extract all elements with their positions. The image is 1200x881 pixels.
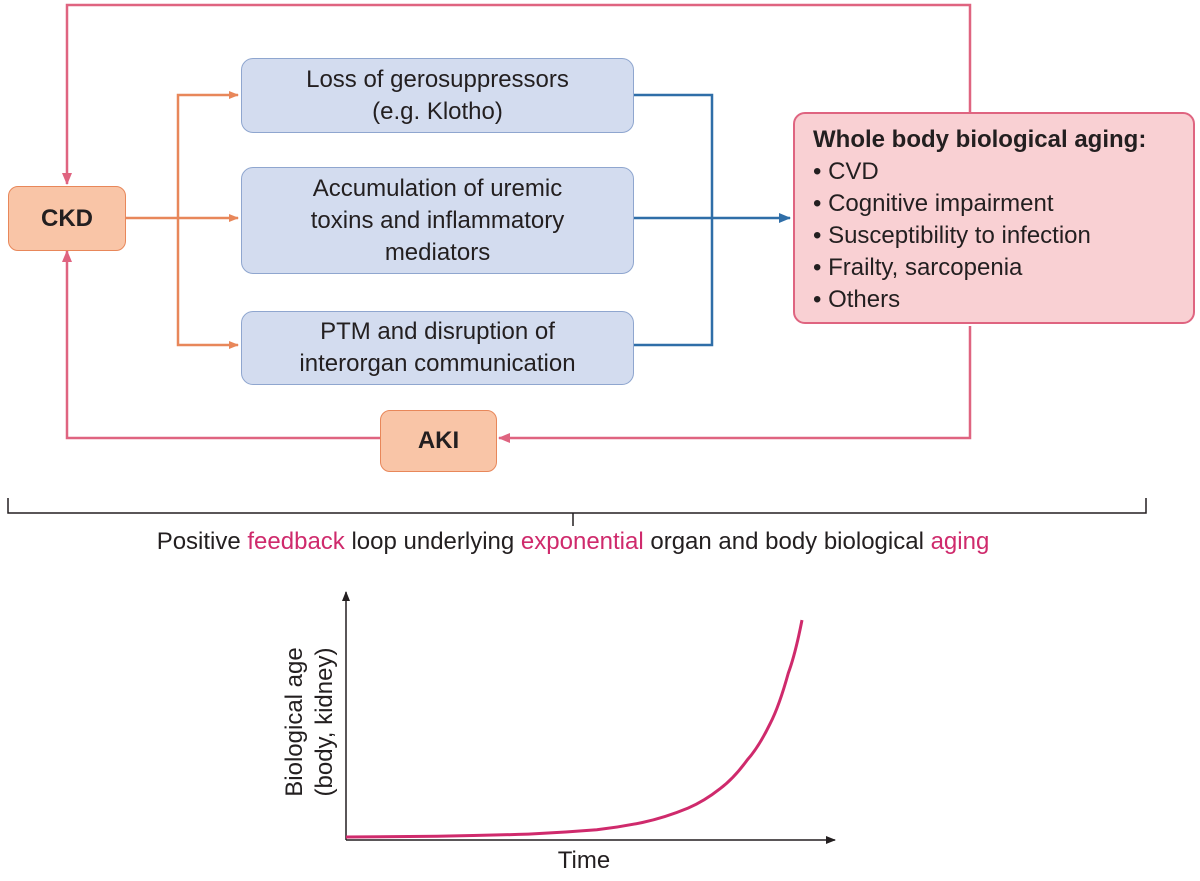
aging-item-others: • Others bbox=[813, 286, 901, 313]
aki-box: AKI bbox=[380, 410, 497, 472]
arrow-aging-to-aki bbox=[498, 326, 972, 443]
ckd-label: CKD bbox=[41, 204, 93, 232]
aki-label: AKI bbox=[417, 427, 460, 454]
y-axis-label: Biological age (body, kidney) bbox=[280, 572, 340, 872]
ckd-to-mechanisms-arrows bbox=[126, 91, 239, 349]
caption-accent-feedback: feedback bbox=[247, 528, 345, 555]
gerosuppressors-line-2: (e.g. Klotho) bbox=[372, 97, 503, 125]
gerosuppressors-line-1: Loss of gerosuppressors bbox=[306, 65, 569, 93]
aging-item-cognitive: • Cognitive impairment bbox=[813, 190, 1054, 217]
aging-item-cvd: • CVD bbox=[813, 158, 879, 185]
chart-axes bbox=[342, 591, 836, 844]
uremic-toxins-box: Accumulation of uremic toxins and inflam… bbox=[241, 167, 634, 274]
uremic-toxins-line-1: Accumulation of uremic bbox=[312, 174, 563, 202]
aging-title: Whole body biological aging: bbox=[813, 126, 1147, 153]
arrow-from-gerosuppressors bbox=[634, 93, 714, 347]
arrow-aki-to-ckd bbox=[62, 250, 380, 440]
arrow-to-gerosuppressors bbox=[176, 91, 239, 218]
y-axis-label-line-1: Biological age bbox=[281, 647, 308, 797]
ptm-line-1: PTM and disruption of bbox=[320, 318, 555, 345]
arrow-aging-to-ckd-top bbox=[62, 3, 972, 185]
bracket bbox=[7, 498, 1147, 526]
y-axis-label-line-2: (body, kidney) bbox=[311, 647, 338, 797]
series-line bbox=[345, 619, 804, 839]
x-axis-label: Time bbox=[557, 847, 611, 874]
uremic-toxins-line-2: toxins and inflammatory bbox=[310, 206, 565, 234]
ckd-box: CKD bbox=[8, 186, 126, 251]
mechanisms-to-aging-arrows bbox=[634, 93, 791, 347]
caption-accent-aging: aging bbox=[930, 528, 990, 555]
feedback-caption: Positive feedback loop underlying expone… bbox=[0, 528, 1146, 556]
aging-box: Whole body biological aging: • CVD • Cog… bbox=[793, 112, 1195, 324]
ptm-line-2: interorgan communication bbox=[299, 350, 576, 377]
arrow-to-ptm bbox=[176, 218, 239, 349]
ptm-box: PTM and disruption of interorgan communi… bbox=[241, 311, 634, 385]
gerosuppressors-box: Loss of gerosuppressors (e.g. Klotho) bbox=[241, 58, 634, 133]
aging-item-frailty: • Frailty, sarcopenia bbox=[813, 254, 1023, 281]
feedback-arrows bbox=[62, 3, 972, 443]
caption-accent-exponential: exponential bbox=[520, 528, 644, 555]
caption-part-1: Positive bbox=[156, 528, 248, 555]
caption-part-3: organ and body biological bbox=[643, 528, 931, 555]
uremic-toxins-line-3: mediators bbox=[384, 238, 491, 266]
caption-part-2: loop underlying bbox=[344, 528, 521, 555]
aging-item-infection: • Susceptibility to infection bbox=[813, 222, 1091, 249]
